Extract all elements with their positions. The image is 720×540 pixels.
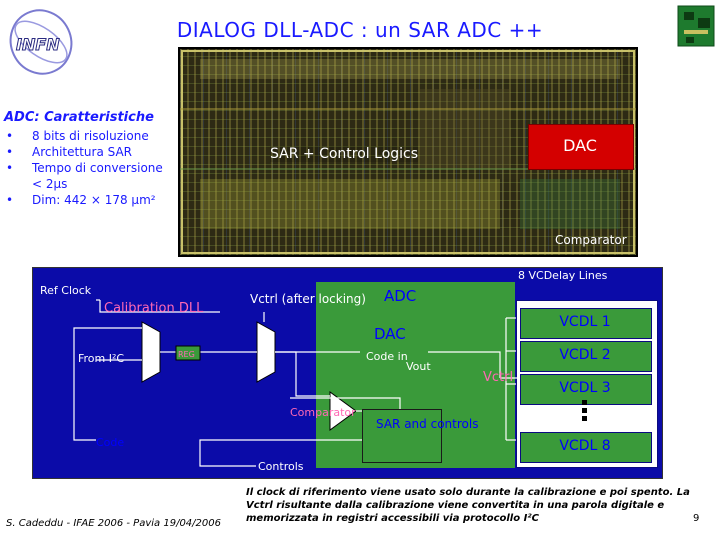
vcdl-8-label: VCDL 8 xyxy=(559,438,611,454)
vcdl-3-label: VCDL 3 xyxy=(559,380,611,396)
footer-note: Il clock di riferimento viene usato solo… xyxy=(246,487,690,524)
ref-clock-label: Ref Clock xyxy=(40,284,92,297)
vcdl-2-box xyxy=(520,341,652,372)
controls-label: Controls xyxy=(258,460,304,473)
sar-controls-label: SAR and controls xyxy=(376,417,478,431)
feature-item: •Dim: 442 × 178 μm² xyxy=(6,193,156,207)
vcdl-8-box xyxy=(520,432,652,463)
vctrl-label: Vctrl xyxy=(483,370,513,385)
vcdl-1-box xyxy=(520,308,652,339)
vctrl-top-label: Vctrl (after locking) xyxy=(250,292,366,306)
reg-box xyxy=(175,345,201,361)
dac-chip-block xyxy=(528,124,634,170)
dac-block xyxy=(360,318,428,352)
sar-controls-block xyxy=(362,409,442,463)
comparator-shape xyxy=(329,391,357,431)
from-i2c-label: From I²C xyxy=(78,352,124,365)
vcdl-1-label: VCDL 1 xyxy=(559,314,611,330)
circuit-board-image xyxy=(676,4,716,48)
features-list: •8 bits di risoluzione •Architettura SAR… xyxy=(6,128,176,208)
vcdl-2-label: VCDL 2 xyxy=(559,347,611,363)
infn-logo: INFN xyxy=(6,6,76,78)
adc-label: ADC xyxy=(384,287,416,305)
mux-right-shape xyxy=(256,321,276,383)
code-in-label: Code in xyxy=(366,350,408,363)
feature-item: •Architettura SAR xyxy=(6,145,133,159)
comparator-chip-label: Comparator xyxy=(555,233,627,247)
feature-item: •Tempo di conversione < 2μs xyxy=(6,161,163,191)
features-heading: ADC: Caratteristiche xyxy=(4,110,158,125)
reg-label: REG xyxy=(178,350,195,359)
page-number: 9 xyxy=(693,513,700,524)
author-footer: S. Cadeddu - IFAE 2006 - Pavia 19/04/200… xyxy=(6,518,221,529)
slide-title: DIALOG DLL-ADC : un SAR ADC ++ xyxy=(176,18,544,42)
sar-control-label: SAR + Control Logics xyxy=(270,146,419,162)
vcdl-ellipsis xyxy=(582,400,587,421)
vcdl-title-label: 8 VCDelay Lines xyxy=(518,269,608,282)
vout-label: Vout xyxy=(406,360,431,373)
feature-item: •8 bits di risoluzione xyxy=(6,129,149,143)
calibration-dll-label: Calibration DLL xyxy=(104,301,204,316)
dac-label: DAC xyxy=(374,325,406,343)
logo-text: INFN xyxy=(16,35,60,54)
code-label: Code xyxy=(96,436,124,449)
comparator-label: Comparator xyxy=(290,406,356,419)
mux-left-shape xyxy=(141,321,161,383)
dac-chip-label: DAC xyxy=(563,136,597,155)
